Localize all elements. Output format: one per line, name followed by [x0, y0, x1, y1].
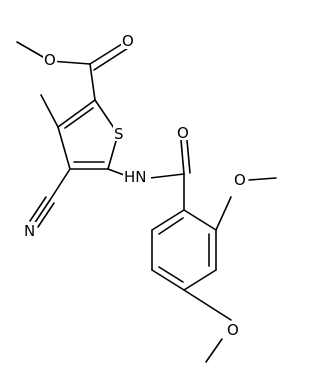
ome-o-ortho-text: O: [234, 171, 246, 189]
amide-nh-text: HN: [124, 168, 147, 186]
bond-amide-co-1: [180, 139, 185, 175]
bond-c3-c2: [57, 99, 96, 128]
o-ester-text: O: [44, 51, 56, 69]
bond-c4-cn: [49, 168, 71, 201]
bond-carbonyl-double-2: [93, 47, 129, 71]
bond-c5-nh: [107, 168, 125, 176]
bond-nh-amide-c: [149, 173, 185, 179]
bond-ar-c6-c1: [151, 209, 185, 231]
bond-ar-c2-o-ortho: [215, 196, 232, 231]
structure-diagram: O O S N HN O O O: [16, 32, 277, 363]
atom-label-nitrile-n: N: [23, 222, 37, 240]
bond-ar-c6-c1-inner: [158, 217, 184, 235]
bond-carbonyl-c-c2: [89, 63, 96, 101]
sulfur-text: S: [114, 125, 124, 143]
nitrile-n-text: N: [24, 222, 35, 240]
bond-ar-c4-c5-inner: [158, 266, 184, 283]
amide-o-text: O: [177, 124, 189, 142]
bond-ar-c4-o-para: [183, 289, 232, 321]
atom-label-sulfur: S: [113, 125, 126, 143]
bond-ar-c3-c4: [183, 269, 217, 291]
bond-o-ortho-methyl: [248, 177, 277, 181]
bond-ar-c4-c5: [151, 269, 185, 291]
bond-nitrile-2: [29, 196, 47, 222]
molecule-drawing: O O S N HN O O O: [16, 32, 277, 363]
atom-label-amide-o: O: [176, 124, 190, 142]
bond-nitrile-1: [33, 199, 51, 225]
ome-o-para-text: O: [227, 321, 239, 339]
atom-label-ome-o-ortho: O: [233, 171, 247, 189]
atom-label-o-carbonyl-ester: O: [121, 32, 135, 50]
atom-label-ome-o-para: O: [226, 321, 240, 339]
bond-c3-c2-inner: [64, 107, 94, 129]
bond-c4-c3: [57, 126, 71, 170]
atom-label-amide-nh: HN: [123, 168, 151, 186]
bond-carbonyl-double-1: [89, 41, 126, 65]
bond-o-para-methyl: [205, 338, 223, 363]
bond-nitrile-3: [37, 202, 55, 228]
bond-c3-methyl: [40, 94, 59, 128]
atom-label-o-ester: O: [43, 51, 57, 69]
bond-ar-c1-c2: [183, 209, 217, 231]
o-carbonyl-ester-text: O: [122, 32, 134, 50]
bond-amide-co-2: [186, 139, 191, 174]
